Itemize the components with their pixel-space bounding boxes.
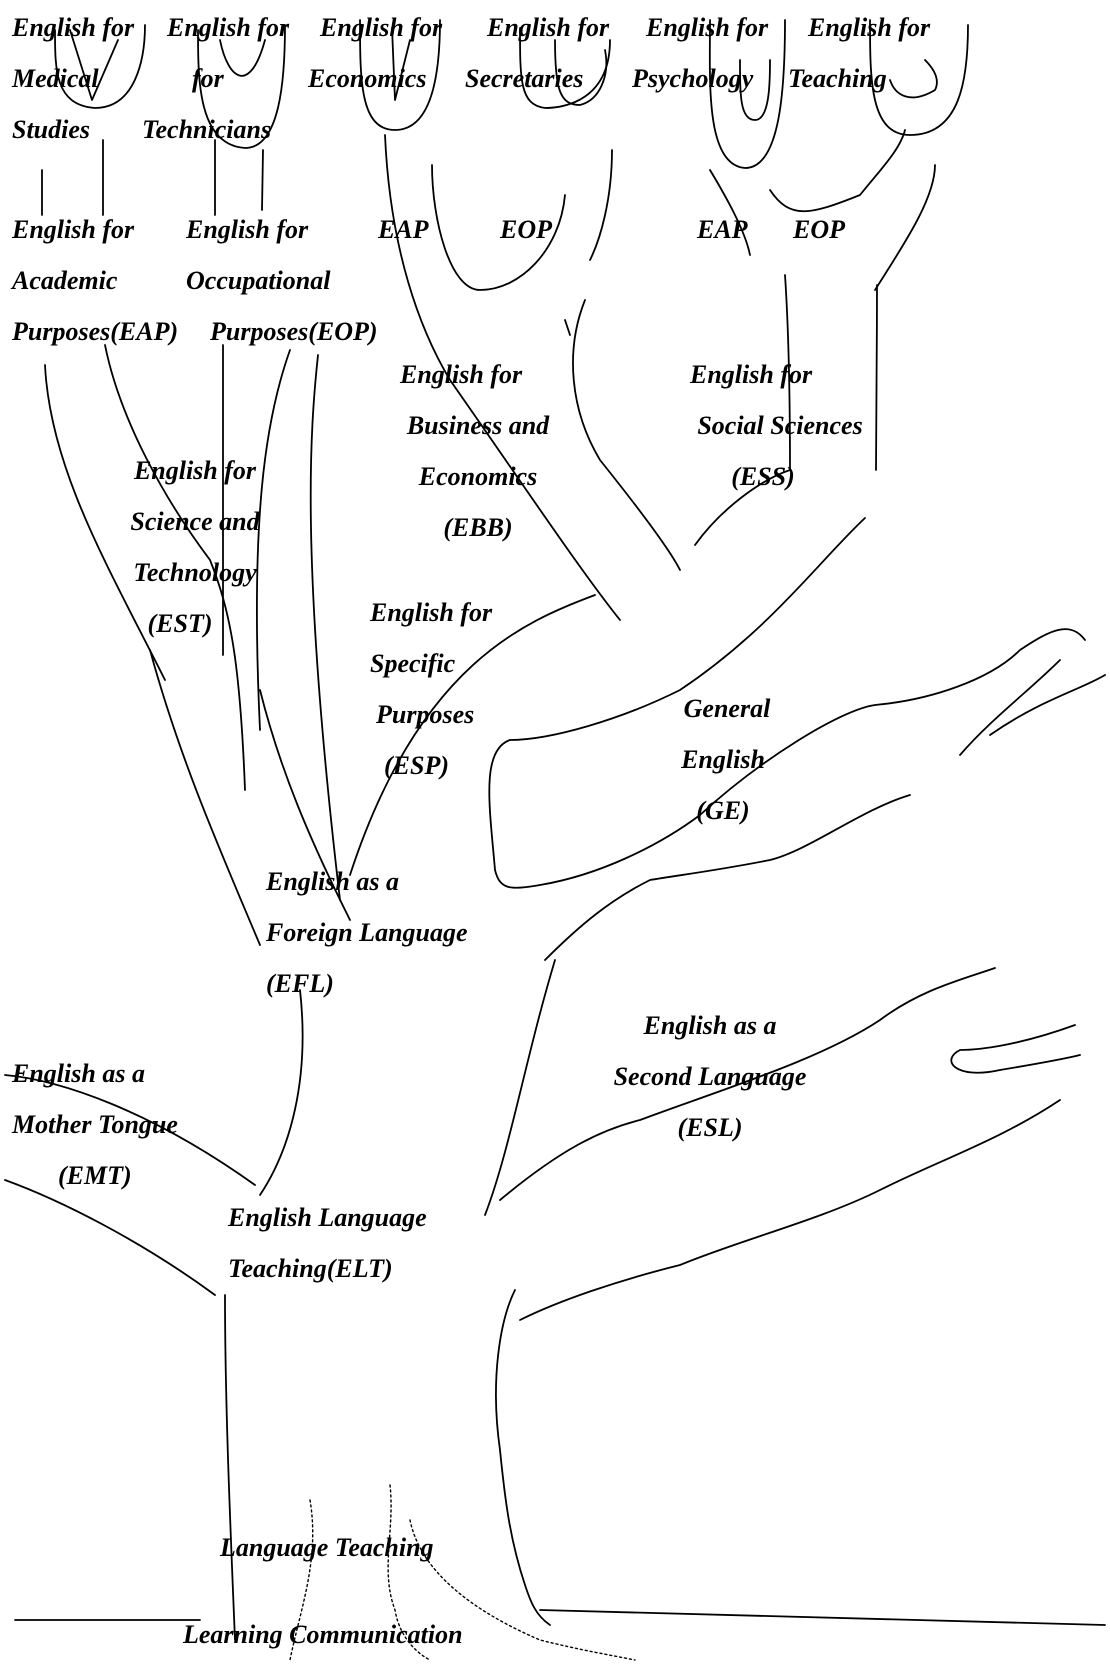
label-eop-right: EOP — [793, 215, 845, 244]
label-eap-right: EAP — [697, 215, 748, 244]
label-language-teaching: Language Teaching — [220, 1533, 434, 1562]
label-english-as-a-mother-tongue: English as a Mother Tongue (EMT) — [12, 1059, 178, 1190]
label-english-for-science-and-technology: English for Science and Technology (EST) — [130, 456, 260, 638]
label-english-for-academic-purposes: English for Academic Purposes(EAP) — [12, 215, 179, 346]
label-english-for-economics: English for Economics — [308, 13, 443, 93]
label-english-as-a-second-language: English as a Second Language (ESL) — [613, 1011, 807, 1142]
label-eap-mid: EAP — [378, 215, 429, 244]
label-english-for-psychology: English for Psychology — [632, 13, 769, 93]
label-learning-communication-roots: Learning Communication — [183, 1620, 463, 1649]
label-english-for-occupational-purposes: English for Occupational Purposes(EOP) — [186, 215, 378, 346]
label-eop-mid: EOP — [500, 215, 552, 244]
dotted-roots — [289, 1484, 636, 1661]
label-english-for-secretaries: English for Secretaries — [465, 13, 610, 93]
label-english-for-teaching: English for Teaching — [788, 13, 931, 93]
label-english-as-a-foreign-language: English as a Foreign Language (EFL) — [266, 867, 468, 998]
label-english-for-technicians: English for for Technicians — [142, 13, 290, 144]
label-english-for-specific-purposes: English for Specific Purposes (ESP) — [370, 598, 493, 780]
label-english-for-business-and-economics: English for Business and Economics (EBB) — [400, 360, 550, 542]
label-english-for-medical-studies: English for Medical Studies — [12, 13, 135, 144]
top-branch-tips — [54, 19, 969, 169]
trunk-and-limbs — [4, 517, 1106, 1641]
second-tier-branches — [41, 129, 936, 291]
label-english-for-social-sciences: English for Social Sciences (ESS) — [690, 360, 863, 491]
label-english-language-teaching: English Language Teaching(ELT) — [228, 1203, 427, 1283]
label-general-english: General English (GE) — [681, 694, 771, 825]
mid-branches — [44, 134, 878, 901]
